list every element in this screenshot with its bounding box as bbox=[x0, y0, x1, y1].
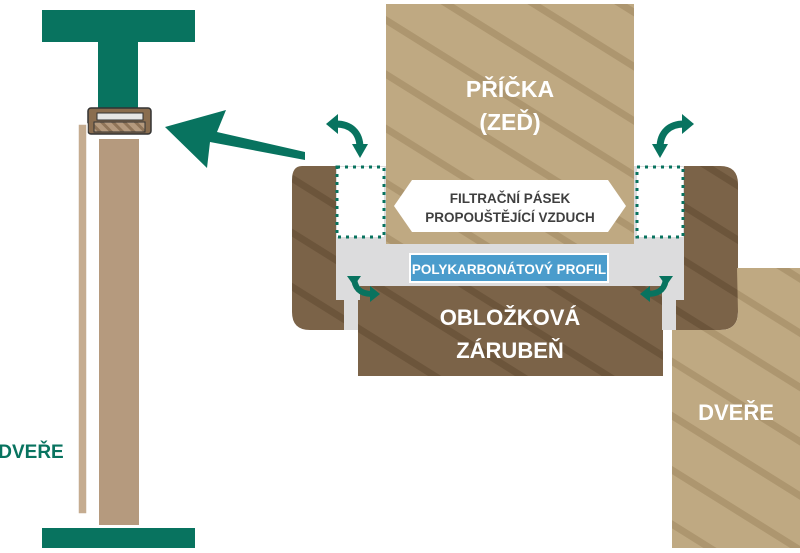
curved-arrow-icon bbox=[652, 114, 694, 158]
top-frame-bar bbox=[42, 10, 195, 42]
curved-arrow-icon bbox=[640, 275, 673, 302]
profile-label-text: POLYKARBONÁTOVÝ PROFIL bbox=[412, 262, 606, 277]
door-label-left: DVEŘE bbox=[0, 441, 64, 463]
frame-outer bbox=[292, 166, 738, 330]
frame-strip bbox=[77, 123, 88, 515]
profile-label: POLYKARBONÁTOVÝ PROFIL bbox=[409, 253, 609, 283]
wall-label-line2: (ZEĎ) bbox=[479, 108, 540, 135]
curved-arrow-icon bbox=[326, 114, 368, 158]
door-panel bbox=[97, 137, 141, 527]
filter-strip-left bbox=[335, 165, 386, 239]
door-label-right: DVEŘE bbox=[698, 400, 774, 425]
filter-label: FILTRAČNÍ PÁSEK PROPOUŠTĚJÍCÍ VZDUCH bbox=[394, 180, 626, 232]
frame-lower-block bbox=[358, 298, 663, 376]
big-arrow-icon bbox=[165, 110, 305, 168]
filter-label-line1: FILTRAČNÍ PÁSEK bbox=[450, 191, 571, 206]
seal-filter bbox=[93, 121, 146, 133]
filter-label-line2: PROPOUŠTĚJÍCÍ VZDUCH bbox=[425, 210, 595, 225]
profile-right-lip bbox=[662, 294, 676, 330]
seal-profile bbox=[96, 112, 144, 121]
bottom-frame-bar bbox=[42, 528, 195, 548]
filter-strip-right bbox=[635, 165, 685, 239]
side-section: DVEŘE bbox=[0, 10, 195, 548]
frame-label-line2: ZÁRUBEŇ bbox=[456, 338, 564, 363]
curved-arrow-icon bbox=[347, 275, 380, 302]
top-frame-stem bbox=[98, 40, 138, 114]
wall-label-line1: PŘÍČKA bbox=[466, 75, 554, 102]
profile-left-lip bbox=[344, 294, 358, 330]
frame-label-line1: OBLOŽKOVÁ bbox=[440, 305, 581, 330]
door-right-body bbox=[672, 330, 800, 548]
